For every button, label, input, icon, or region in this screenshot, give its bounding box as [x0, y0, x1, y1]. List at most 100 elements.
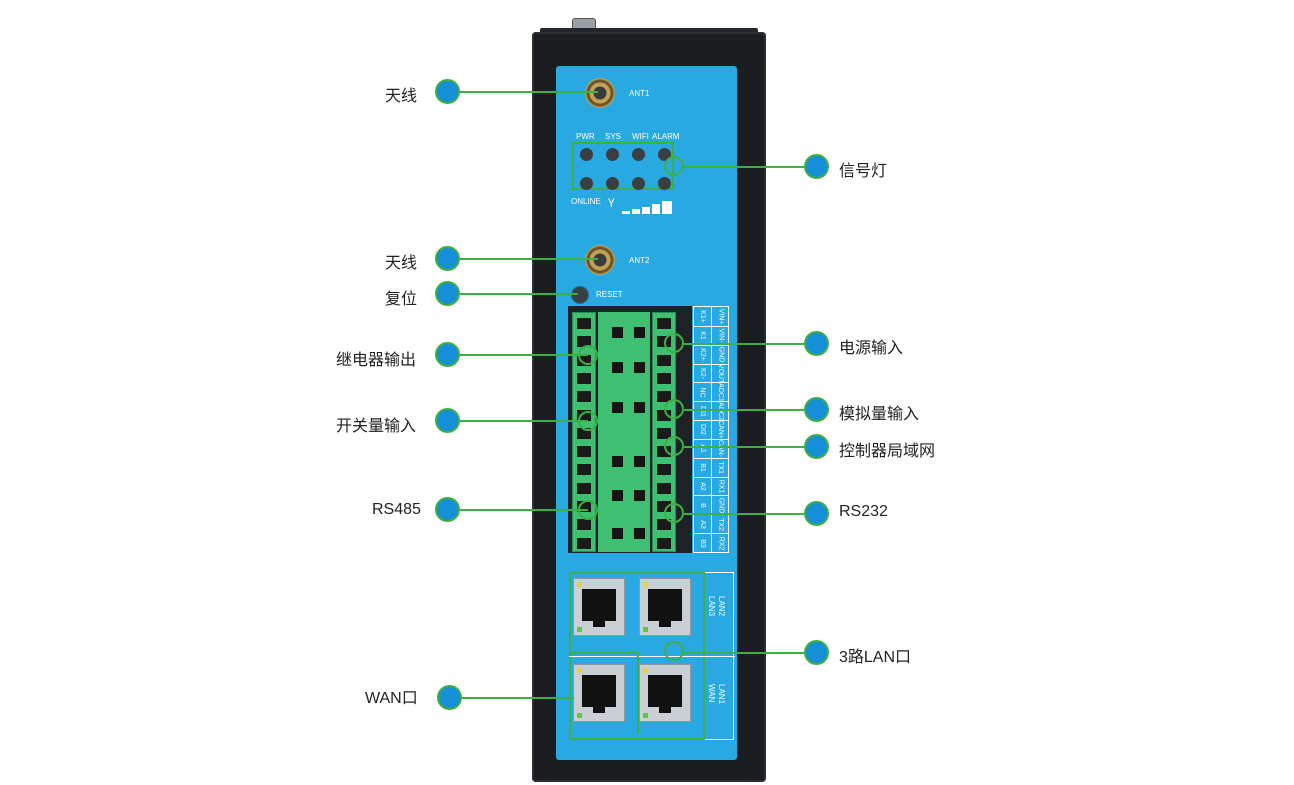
terminal-label-right-text: TX2 — [717, 517, 724, 531]
callout-dot-lan — [804, 640, 829, 665]
callout-target-relay — [578, 345, 598, 365]
terminal-label-right-5: ADC1 — [712, 382, 729, 402]
terminal-slot-left-7 — [577, 428, 591, 439]
terminal-label-left-9: B1 — [694, 457, 711, 477]
terminal-label-right-6: ADC2 — [712, 401, 729, 420]
callout-target-switch — [578, 411, 598, 431]
terminal-label-right-12: TX2 — [712, 514, 729, 533]
terminal-label-left-2: K1 — [694, 325, 711, 345]
rj45-port-wan[interactable] — [573, 664, 625, 722]
callout-rs485: RS485 — [372, 501, 421, 518]
terminal-label-left-text: K1+ — [699, 310, 706, 323]
terminal-screw-9 — [612, 490, 623, 501]
ant1-label: ANT1 — [629, 89, 650, 98]
terminal-slot-right-11 — [657, 501, 671, 512]
callout-target-rs485 — [578, 500, 598, 520]
terminal-slot-left-5 — [577, 391, 591, 402]
callout-ant2: 天线 — [385, 255, 418, 272]
terminal-label-left-3: K2+ — [694, 344, 711, 364]
lan1-label: LAN1 — [717, 684, 726, 705]
terminal-screw-11 — [612, 528, 623, 539]
online-label: ONLINE — [571, 197, 601, 206]
callout-line-reset — [460, 293, 578, 295]
signal-bar-3 — [642, 207, 650, 214]
terminal-label-left-5: NC — [694, 382, 711, 401]
terminal-label-right-1: VIN+ — [712, 307, 729, 326]
terminal-label-right-4: VOUT — [712, 363, 729, 384]
callout-line-wan — [462, 697, 574, 699]
reset-button[interactable] — [571, 286, 589, 304]
callout-dot-wan — [437, 685, 462, 710]
terminal-screw-4 — [634, 362, 645, 373]
terminal-label-left-8: A1 — [694, 438, 711, 458]
callout-dot-relay — [435, 342, 460, 367]
terminal-label-left-text: K1 — [699, 331, 706, 341]
callout-line-switch — [460, 420, 588, 422]
callout-signal: 信号灯 — [839, 163, 888, 180]
terminal-slot-right-1 — [657, 318, 671, 329]
led-pwr — [580, 148, 593, 161]
terminal-label-right-text: VOUT — [717, 363, 725, 384]
reset-label: RESET — [596, 290, 623, 299]
terminal-label-left-text: A2 — [699, 482, 706, 491]
terminal-slot-right-7 — [657, 428, 671, 439]
led-label-alarm: ALARM — [652, 132, 680, 141]
callout-switch: 开关量输入 — [336, 418, 417, 435]
callout-line-analog — [684, 409, 808, 411]
terminal-screw-5 — [612, 402, 623, 413]
terminal-label-left-13: B3 — [694, 533, 711, 552]
terminal-label-right-text: GND — [717, 346, 724, 363]
terminal-label-left-1: K1+ — [694, 307, 711, 326]
terminal-slot-right-4 — [657, 373, 671, 384]
terminal-label-left-text: NC — [699, 387, 706, 398]
rj45-port-lan2[interactable] — [639, 578, 691, 636]
terminal-label-right-text: TX1 — [717, 461, 724, 475]
callout-dot-rs485 — [435, 497, 460, 522]
callout-line-relay — [460, 354, 588, 356]
callout-line-ant1 — [460, 91, 598, 93]
callout-can: 控制器局域网 — [839, 443, 936, 460]
terminal-slot-left-8 — [577, 446, 591, 457]
rj45-port-lan1[interactable] — [639, 664, 691, 722]
terminal-label-right-text: RX2 — [717, 536, 724, 550]
callout-target-signal — [664, 156, 684, 176]
terminal-center — [598, 312, 650, 552]
terminal-screw-3 — [612, 362, 623, 373]
led-label-pwr: PWR — [576, 132, 595, 141]
rj45-port-lan3[interactable] — [573, 578, 625, 636]
callout-target-can — [664, 436, 684, 456]
led-signal-1 — [606, 177, 619, 190]
callout-dot-ant1 — [435, 79, 460, 104]
terminal-slot-left-4 — [577, 373, 591, 384]
wan-label: WAN — [707, 684, 716, 703]
callout-rs232: RS232 — [839, 503, 888, 520]
led-signal-2 — [632, 177, 645, 190]
terminal-slot-left-2 — [577, 336, 591, 347]
terminal-label-left-text: K2+ — [699, 348, 706, 361]
terminal-screw-7 — [612, 456, 623, 467]
ant2-label: ANT2 — [629, 256, 650, 265]
terminal-label-left-11: B — [694, 495, 711, 514]
terminal-slot-right-13 — [657, 538, 671, 549]
terminal-label-left-text: B — [698, 503, 706, 508]
callout-dot-can — [804, 434, 829, 459]
terminal-label-left-7: DI2 — [694, 420, 711, 439]
antenna-2-connector — [585, 245, 615, 275]
signal-bar-4 — [652, 204, 660, 214]
terminal-slot-right-12 — [657, 519, 671, 530]
terminal-label-right-10: RX1 — [712, 476, 729, 496]
terminal-screw-2 — [634, 327, 645, 338]
callout-line-lan — [684, 652, 808, 654]
signal-bar-2 — [632, 209, 640, 214]
terminal-screw-6 — [634, 402, 645, 413]
callout-line-signal — [684, 166, 808, 168]
terminal-slot-left-12 — [577, 519, 591, 530]
callout-target-lan — [664, 641, 684, 661]
lan-divider-top — [569, 656, 735, 657]
callout-dot-ant2 — [435, 246, 460, 271]
terminal-label-right-text: CAN- — [717, 440, 724, 458]
terminal-slot-right-5 — [657, 391, 671, 402]
terminal-slot-right-10 — [657, 483, 671, 494]
terminal-label-right-3: GND — [712, 344, 729, 364]
callout-line-rs232 — [684, 513, 808, 515]
